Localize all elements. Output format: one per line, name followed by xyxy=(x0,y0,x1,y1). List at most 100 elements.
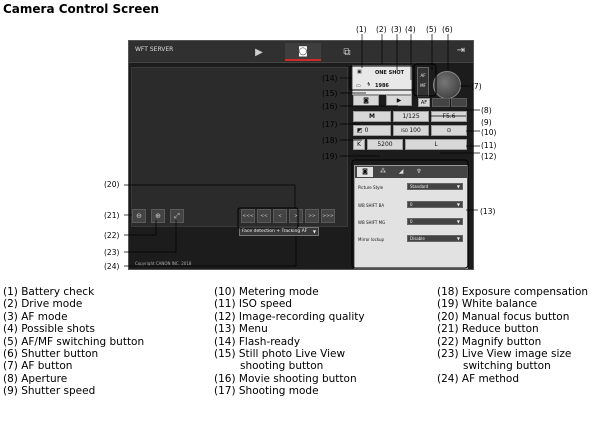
wb-shift-ba-select[interactable]: 0▼ xyxy=(407,201,463,208)
callout-4: (4) xyxy=(405,25,416,34)
reduce-button[interactable]: ⊖ xyxy=(132,209,146,223)
focus-near-2-button[interactable]: << xyxy=(257,209,271,223)
iso-speed[interactable]: ISO 100 xyxy=(393,125,429,136)
legend-item: (8) Aperture xyxy=(3,372,68,385)
top-bar: WFT SERVER ▶ ◙ ⧉ ⇥ xyxy=(129,41,473,63)
menu-tab-shooting[interactable]: ◙ xyxy=(357,167,373,177)
legend-item: (19) White balance xyxy=(437,298,538,311)
camera-icon: ◙ xyxy=(298,45,308,57)
callout-14: (14) xyxy=(322,74,338,83)
tab-playback[interactable]: ▶ xyxy=(241,43,277,61)
af-method-value: Face detection + Tracking AF xyxy=(242,229,308,234)
live-view-area xyxy=(131,67,348,227)
chevron-down-icon: ▼ xyxy=(456,236,460,241)
legend-item: (2) Drive mode xyxy=(3,298,83,311)
magnify-icon: ⊕ xyxy=(155,212,161,220)
legend-item: (14) Flash-ready xyxy=(214,335,301,348)
af-mf-switch[interactable]: AF MF xyxy=(417,67,429,97)
flash-ready-icon: ϟ xyxy=(367,82,371,88)
legend-item: (21) Reduce button xyxy=(437,323,539,336)
metering-icon: ⊙ xyxy=(446,127,452,134)
status-box: ▣ ONE SHOT ▭ ϟ 1986 xyxy=(352,65,412,95)
legend-item: (3) AF mode xyxy=(3,310,68,323)
focus-near-3-button[interactable]: <<< xyxy=(241,209,255,223)
image-quality[interactable]: L xyxy=(405,139,467,150)
focus-near-1-button[interactable]: < xyxy=(273,209,287,223)
aperture[interactable]: F5.6 xyxy=(431,111,467,122)
setting-label: Mirror lockup xyxy=(358,237,385,242)
menu-tab-custom[interactable]: ♆ xyxy=(416,168,422,175)
legend-item: (7) AF button xyxy=(3,360,73,373)
callout-5: (5) xyxy=(426,25,437,34)
setting-label: Picture Style xyxy=(358,185,384,190)
menu-tab-setup[interactable]: ◢ xyxy=(398,168,404,175)
focus-far-1-button[interactable]: > xyxy=(289,209,303,223)
exposure-comp-value: 0 xyxy=(364,127,369,134)
white-balance[interactable]: 5200 xyxy=(367,139,403,150)
shooting-mode[interactable]: M xyxy=(353,111,391,122)
callout-8: (8) xyxy=(481,106,492,115)
shutter-button[interactable] xyxy=(433,71,461,99)
transfer-icon: ⧉ xyxy=(343,46,351,58)
magnify-button[interactable]: ⊕ xyxy=(151,209,165,223)
legend-column-1: (1) Battery check (2) Drive mode (3) AF … xyxy=(3,286,144,398)
tab-transfer[interactable]: ⧉ xyxy=(329,43,365,61)
battery-icon: ▭ xyxy=(356,83,361,89)
callout-6: (6) xyxy=(442,25,453,34)
legend-item: (12) Image-recording quality xyxy=(214,310,365,323)
chevron-down-icon: ▼ xyxy=(456,219,460,224)
callout-13: (13) xyxy=(480,207,496,216)
callout-18: (18) xyxy=(322,136,338,145)
reduce-icon: ⊖ xyxy=(136,212,142,220)
callout-11: (11) xyxy=(481,141,497,150)
picture-style-select[interactable]: Standard▼ xyxy=(407,183,463,190)
setting-value: 0 xyxy=(410,202,413,207)
legend-item: (17) Shooting mode xyxy=(214,385,319,398)
camera-control-screen: WFT SERVER ▶ ◙ ⧉ ⇥ ⊖ ⊕ ⤢ <<< << < > >> >… xyxy=(128,40,474,270)
af-button-blank-2 xyxy=(451,98,467,107)
af-button[interactable]: AF xyxy=(418,98,430,107)
focus-far-2-button[interactable]: >> xyxy=(305,209,319,223)
focus-far-3-button[interactable]: >>> xyxy=(321,209,335,223)
callout-9: (9) xyxy=(481,118,492,127)
legend-item: (11) ISO speed xyxy=(214,298,292,311)
image-size-button[interactable]: ⤢ xyxy=(170,209,184,223)
wb-icon-button[interactable]: K xyxy=(353,139,365,150)
shutter-speed[interactable]: 1/125 xyxy=(393,111,429,122)
menu-panel: ◙ ⁂ ◢ ♆ Picture Style Standard▼ WB SHIFT… xyxy=(354,165,468,269)
legend-item: (16) Movie shooting button xyxy=(214,372,357,385)
legend-item: (4) Possible shots xyxy=(3,323,95,336)
menu-tab-af[interactable]: ⁂ xyxy=(380,168,386,175)
setting-value: Disable xyxy=(410,236,425,241)
legend-item: (10) Metering mode xyxy=(214,286,319,298)
iso-value: 100 xyxy=(409,127,421,134)
metering-mode[interactable]: ⊙ xyxy=(431,125,467,136)
possible-shots: 1986 xyxy=(375,83,389,89)
af-method-select[interactable]: Face detection + Tracking AF ▼ xyxy=(239,227,319,236)
copyright: Copyright CANON INC. 2018 xyxy=(135,261,192,266)
wb-shift-mg-select[interactable]: 0▼ xyxy=(407,218,463,225)
still-live-view-button[interactable]: ◙ xyxy=(353,95,379,106)
legend-item: (22) Magnify button xyxy=(437,335,542,348)
image-size-icon: ⤢ xyxy=(174,211,180,220)
legend-item: (24) AF method xyxy=(437,372,520,385)
app-title: WFT SERVER xyxy=(135,46,174,53)
legend-item: (18) Exposure compensation xyxy=(437,286,589,298)
setting-value: Standard xyxy=(410,184,429,189)
playback-icon: ▶ xyxy=(255,46,263,58)
page-title: Camera Control Screen xyxy=(3,2,160,16)
callout-7: (7) xyxy=(471,82,482,91)
iso-icon: ISO xyxy=(401,128,410,133)
tab-camera[interactable]: ◙ xyxy=(285,43,321,61)
callout-2: (2) xyxy=(376,25,387,34)
movie-icon: ▶ xyxy=(396,97,402,104)
exposure-comp[interactable]: ◩ 0 xyxy=(353,125,391,136)
exit-icon[interactable]: ⇥ xyxy=(456,45,465,56)
setting-label: WB SHIFT MG xyxy=(358,220,386,225)
white-balance-icon: K xyxy=(357,141,361,148)
callout-23: (23) xyxy=(104,248,120,257)
movie-shooting-button[interactable]: ▶ xyxy=(386,95,412,106)
legend-item-continued: switching button xyxy=(463,360,551,373)
mirror-lockup-select[interactable]: Disable ▼ xyxy=(407,235,463,242)
exposure-comp-icon: ◩ xyxy=(357,127,365,134)
